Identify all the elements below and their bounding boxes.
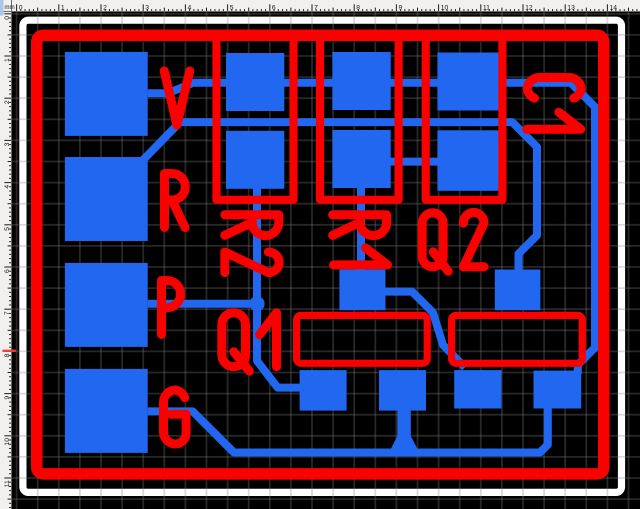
svg-text:10: 10 [4, 438, 11, 446]
svg-text:mm: mm [4, 4, 14, 11]
svg-text:12: 12 [525, 4, 533, 11]
svg-text:3: 3 [145, 4, 149, 11]
svg-text:0: 0 [19, 4, 23, 11]
svg-text:7: 7 [314, 4, 318, 11]
svg-text:6: 6 [4, 269, 11, 273]
svg-text:9: 9 [4, 396, 11, 400]
svg-text:2: 2 [4, 100, 11, 104]
svg-text:8: 8 [4, 353, 11, 357]
svg-text:3: 3 [4, 142, 11, 146]
svg-text:4: 4 [188, 4, 192, 11]
svg-text:5: 5 [4, 227, 11, 231]
svg-text:13: 13 [567, 4, 575, 11]
svg-text:5: 5 [230, 4, 234, 11]
svg-text:6: 6 [272, 4, 276, 11]
svg-text:11: 11 [4, 480, 11, 487]
svg-text:9: 9 [399, 4, 403, 11]
svg-text:0: 0 [4, 16, 11, 20]
svg-text:8: 8 [356, 4, 360, 11]
svg-text:11: 11 [483, 4, 490, 11]
svg-text:2: 2 [103, 4, 107, 11]
svg-text:10: 10 [441, 4, 449, 11]
svg-text:7: 7 [4, 311, 11, 315]
svg-text:1: 1 [4, 58, 11, 62]
svg-text:14: 14 [610, 4, 618, 11]
svg-text:1: 1 [61, 4, 65, 11]
svg-text:4: 4 [4, 185, 11, 189]
